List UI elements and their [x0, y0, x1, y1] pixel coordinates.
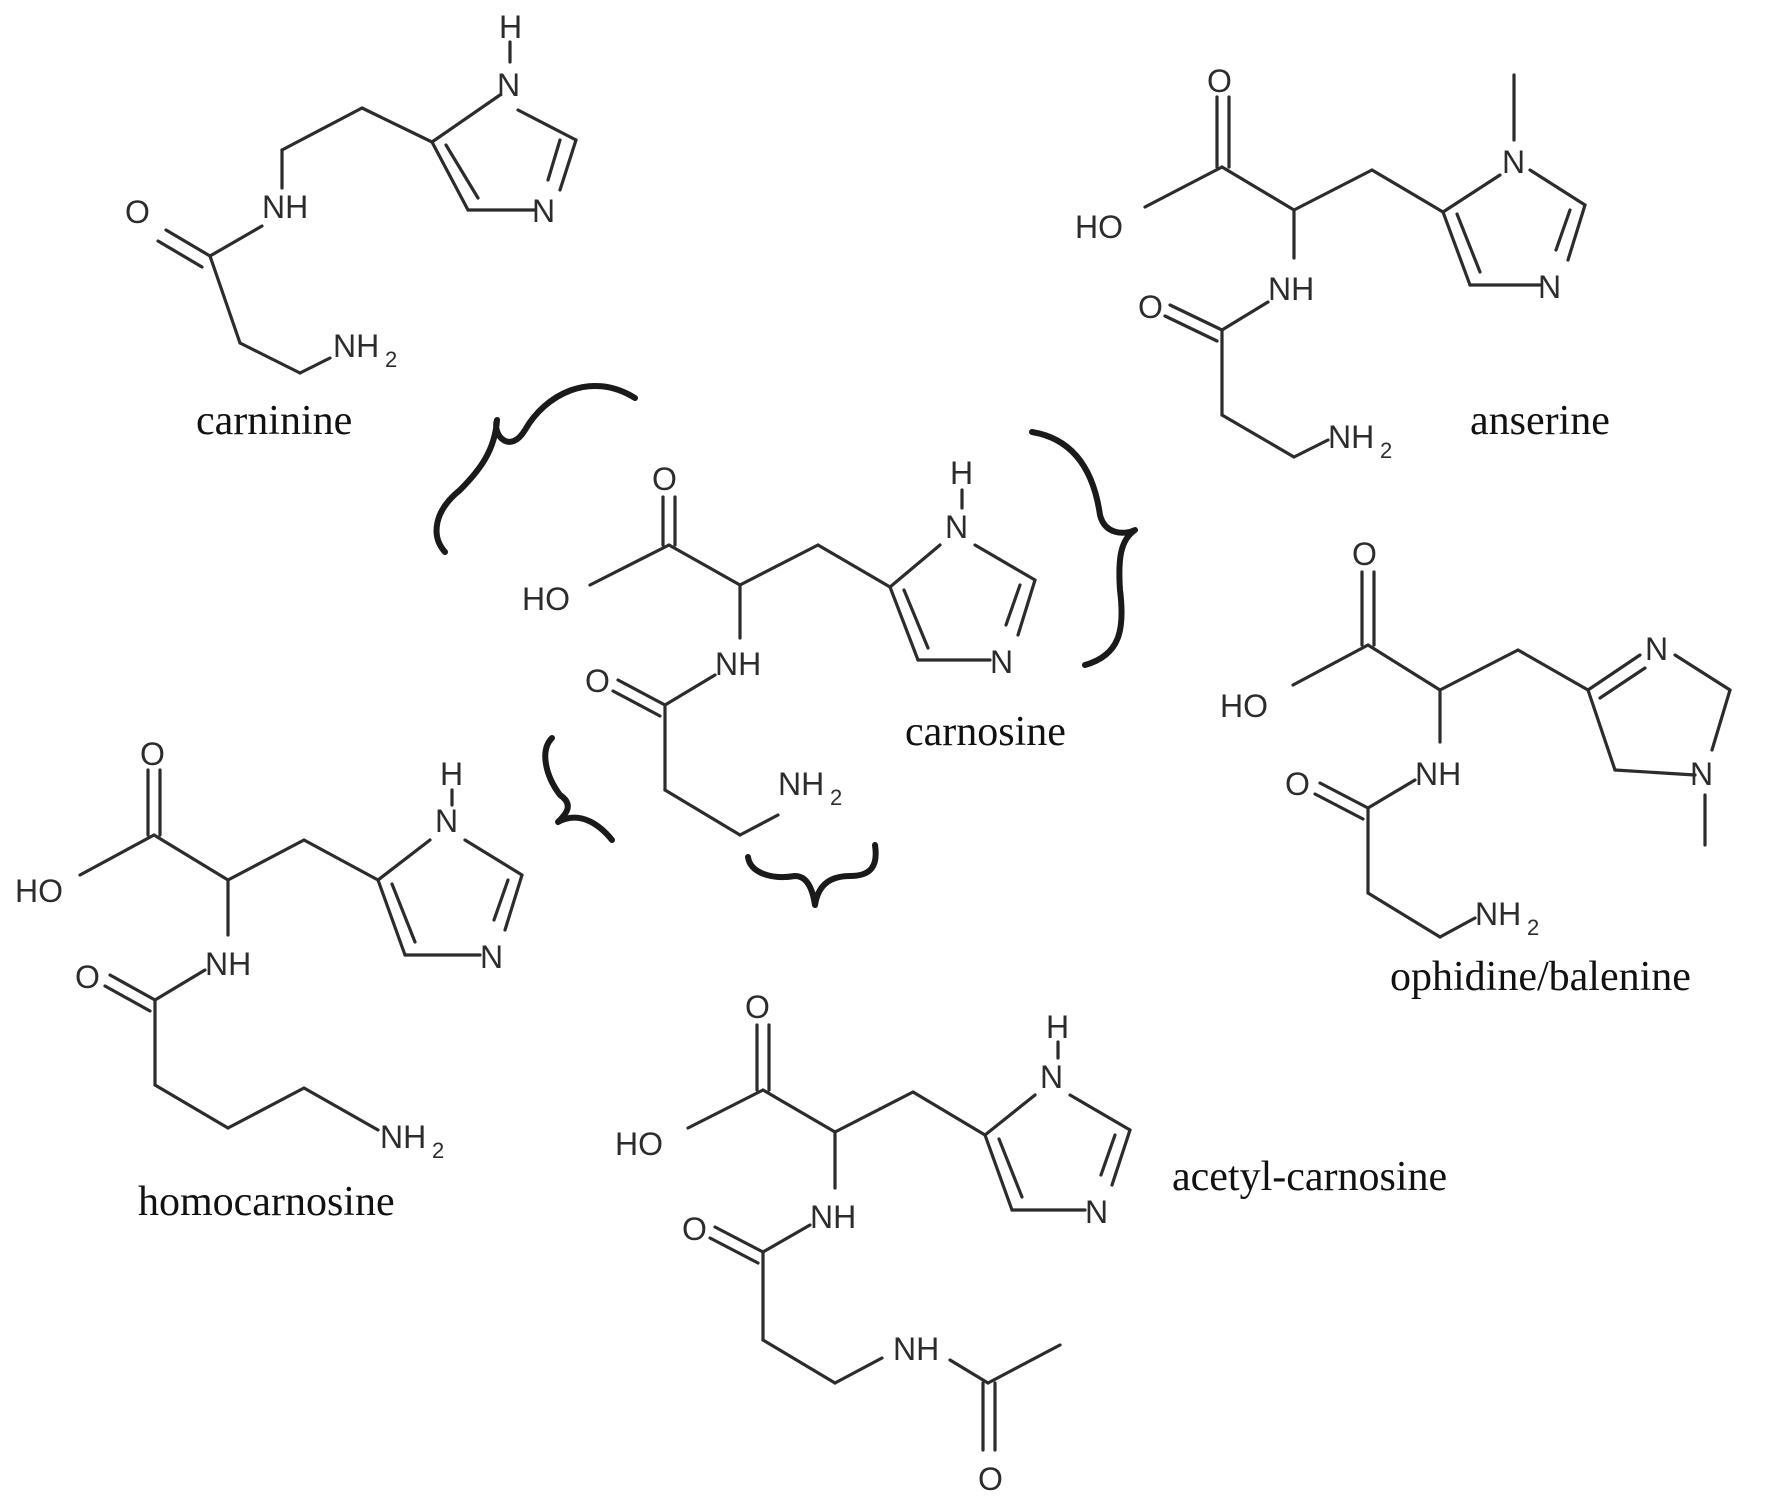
atom-O: O: [978, 1461, 1003, 1497]
atom-NH2: NH: [1328, 419, 1374, 455]
atom-HO: HO: [615, 1126, 663, 1162]
atom-NH2: NH: [778, 766, 824, 802]
atom-N: N: [532, 193, 555, 229]
atom-N: N: [1040, 1059, 1063, 1095]
atom-O: O: [1207, 63, 1232, 99]
molecule-acetyl-carnosine: O HO NH O N H N NH O acetyl-carnosine: [615, 989, 1447, 1497]
atom-NH: NH: [893, 1331, 939, 1367]
atom-NH2-subscript: 2: [830, 785, 842, 810]
atom-O: O: [585, 663, 610, 699]
brace-right: [1029, 429, 1138, 668]
atom-NH2: NH: [1475, 896, 1521, 932]
atom-O: O: [1285, 766, 1310, 802]
atom-O: O: [125, 194, 150, 230]
label-carninine: carninine: [196, 398, 352, 444]
atom-N-methyl: N: [1502, 144, 1525, 180]
atom-NH: NH: [715, 646, 761, 682]
atom-NH: NH: [1268, 271, 1314, 307]
atom-O: O: [745, 989, 770, 1025]
atom-N: N: [435, 803, 458, 839]
atom-NH2-subscript: 2: [432, 1138, 444, 1163]
brace-top-left: [433, 382, 638, 555]
atom-N: N: [1538, 269, 1561, 305]
atom-N: N: [945, 509, 968, 545]
atom-NH: NH: [1415, 756, 1461, 792]
molecule-carnosine: O HO NH O N H N NH 2 carnosine: [522, 455, 1066, 837]
atom-HO: HO: [15, 873, 63, 909]
atom-O: O: [652, 461, 677, 497]
atom-O: O: [682, 1211, 707, 1247]
molecule-homocarnosine: O HO NH O N H N NH 2 homocarnosine: [15, 736, 524, 1225]
atom-O: O: [1138, 289, 1163, 325]
brace-bottom: [745, 842, 879, 908]
atom-N: N: [1645, 631, 1668, 667]
modification-braces: [433, 382, 1138, 908]
atom-NH: NH: [205, 946, 251, 982]
molecule-carninine: O NH N H N NH 2 carninine: [125, 9, 578, 444]
atom-H: H: [440, 756, 463, 792]
label-acetyl-carnosine: acetyl-carnosine: [1172, 1154, 1447, 1200]
atom-N: N: [990, 644, 1013, 680]
atom-NH2-subscript: 2: [385, 347, 397, 372]
label-carnosine: carnosine: [905, 709, 1066, 755]
atom-NH2: NH: [333, 328, 379, 364]
atom-NH: NH: [262, 189, 308, 225]
atom-NH: NH: [810, 1199, 856, 1235]
label-homocarnosine: homocarnosine: [138, 1179, 395, 1225]
label-ophidine-balenine: ophidine/balenine: [1390, 954, 1691, 1000]
atom-HO: HO: [1220, 688, 1268, 724]
atom-H: H: [1046, 1009, 1069, 1045]
atom-HO: HO: [522, 581, 570, 617]
atom-NH2-subscript: 2: [1527, 915, 1539, 940]
atom-O: O: [140, 736, 165, 772]
atom-O: O: [75, 959, 100, 995]
atom-NH2-subscript: 2: [1380, 438, 1392, 463]
atom-HO: HO: [1075, 209, 1123, 245]
atom-H: H: [950, 455, 973, 491]
atom-N: N: [480, 939, 503, 975]
atom-O: O: [1352, 536, 1377, 572]
atom-N: N: [497, 67, 520, 103]
label-anserine: anserine: [1470, 398, 1610, 444]
brace-bottom-left: [542, 735, 615, 843]
molecule-ophidine: O HO NH O N N NH 2 ophidine/balenine: [1220, 536, 1732, 1000]
atom-N-methyl: N: [1690, 756, 1713, 792]
atom-N: N: [1085, 1194, 1108, 1230]
atom-NH2: NH: [380, 1119, 426, 1155]
molecule-anserine: O HO NH O N N NH 2 anserine: [1075, 63, 1610, 463]
atom-H: H: [499, 9, 522, 45]
